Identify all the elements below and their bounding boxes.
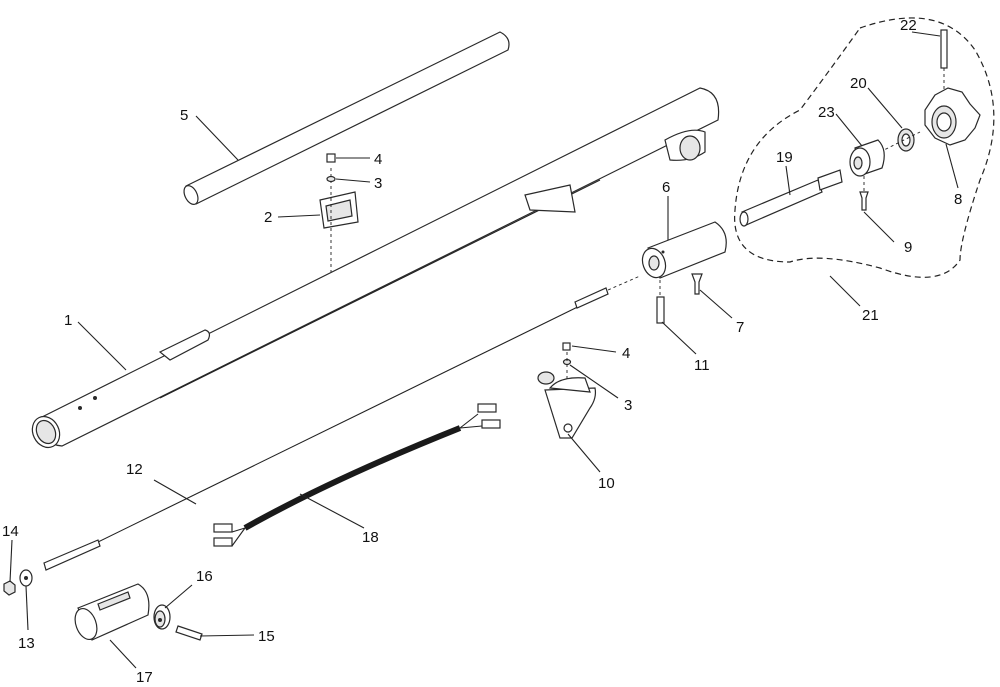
callout-12: 12 xyxy=(126,461,143,478)
callout-6: 6 xyxy=(662,179,670,196)
part-5-tube xyxy=(183,31,510,205)
callout-1: 1 xyxy=(64,312,72,329)
part-2-clip xyxy=(319,191,359,229)
callout-9: 9 xyxy=(904,239,912,256)
part-18-cable xyxy=(213,403,501,547)
callout-21: 21 xyxy=(862,307,879,324)
part-19-shaft xyxy=(739,169,843,227)
callout-4-upper: 4 xyxy=(374,151,382,168)
callout-3-upper: 3 xyxy=(374,175,382,192)
part-13-washer xyxy=(19,569,33,587)
callout-2: 2 xyxy=(264,209,272,226)
part-16-grommet xyxy=(153,604,171,630)
callout-labels: 1 2 3 4 5 6 7 11 4 3 10 12 18 14 13 16 1… xyxy=(2,17,962,686)
callout-15: 15 xyxy=(258,628,275,645)
part-23-spacer xyxy=(849,139,885,177)
part-22-pin xyxy=(940,29,948,69)
part-3-washer-upper xyxy=(326,175,336,183)
part-6-cylinder xyxy=(641,221,727,279)
part-1-main-tube xyxy=(31,87,720,449)
callout-8: 8 xyxy=(954,191,962,208)
group-21-outline xyxy=(734,17,995,278)
callout-13: 13 xyxy=(18,635,35,652)
part-10-bracket xyxy=(537,371,597,439)
part-4-screw-lower xyxy=(562,342,571,351)
part-8-knob xyxy=(924,87,981,146)
part-17-sleeve xyxy=(74,583,150,641)
callout-22: 22 xyxy=(900,17,917,34)
callout-3-lower: 3 xyxy=(624,397,632,414)
part-15-pin xyxy=(175,625,203,641)
part-14-nut xyxy=(3,580,16,596)
part-9-screw xyxy=(859,191,869,211)
part-11-pin xyxy=(656,296,665,324)
callout-19: 19 xyxy=(776,149,793,166)
callout-17: 17 xyxy=(136,669,153,686)
callout-11: 11 xyxy=(694,357,710,374)
callout-14: 14 xyxy=(2,523,19,540)
callout-16: 16 xyxy=(196,568,213,585)
callout-4-lower: 4 xyxy=(622,345,630,362)
callout-20: 20 xyxy=(850,75,867,92)
callout-23: 23 xyxy=(818,104,835,121)
callout-18: 18 xyxy=(362,529,379,546)
callout-10: 10 xyxy=(598,475,615,492)
part-7-screw xyxy=(691,273,703,295)
callout-5: 5 xyxy=(180,107,188,124)
leader-lines xyxy=(9,31,959,669)
part-20-bearing xyxy=(897,128,915,152)
callout-7: 7 xyxy=(736,319,744,336)
part-12-rod xyxy=(43,287,609,571)
part-4-screw-upper xyxy=(326,153,336,163)
